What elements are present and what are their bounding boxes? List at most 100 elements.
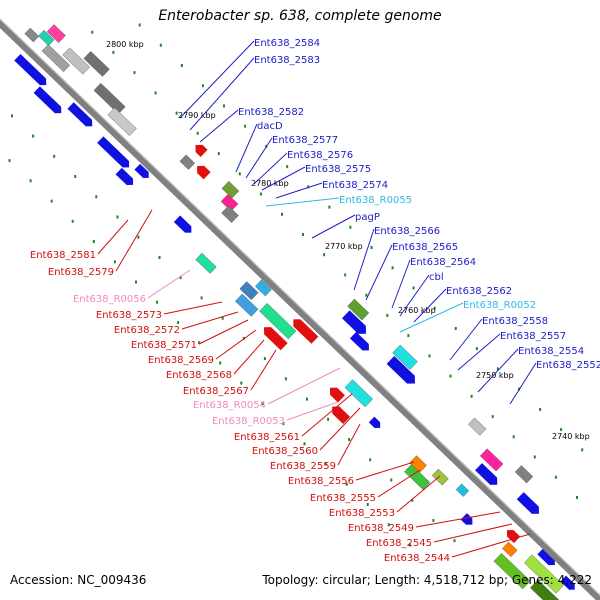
gene-feature <box>173 215 192 233</box>
gene-feature <box>455 483 470 497</box>
ring-dot <box>366 503 369 506</box>
leader-line <box>311 214 356 239</box>
gene-arrow <box>115 167 134 186</box>
ring-dot <box>496 367 499 371</box>
gene-feature <box>67 102 93 127</box>
leader-line <box>449 318 483 361</box>
leader-line <box>396 475 441 513</box>
ring-dot <box>327 417 330 421</box>
genome-backbone <box>0 18 600 600</box>
backbone-line <box>0 19 600 600</box>
ring-dot <box>177 321 180 324</box>
ring-dot <box>240 381 243 385</box>
gene-block <box>38 29 55 46</box>
ring-dot <box>560 428 563 432</box>
gene-label-minus: Ent638_2553 <box>329 508 395 519</box>
gene-block <box>493 552 531 590</box>
gene-feature <box>502 541 518 558</box>
kbp-tick-label: 2800 kbp <box>106 40 144 49</box>
gene-label-plus: Ent638_2552 <box>536 360 600 371</box>
leader-line <box>215 329 257 360</box>
leader-line <box>179 40 255 119</box>
ring-dot <box>411 498 414 502</box>
gene-arrow <box>460 513 473 525</box>
gene-label-plus: Ent638_2577 <box>272 135 338 146</box>
leader-line <box>233 339 265 375</box>
ring-dot <box>179 276 182 280</box>
ring-dot <box>391 266 394 270</box>
ring-dot <box>281 212 283 216</box>
gene-feature <box>468 417 487 436</box>
ring-dot <box>219 361 222 365</box>
gene-label-minus: Ent638_2571 <box>131 340 197 351</box>
leader-line <box>509 362 537 405</box>
ring-dot <box>200 296 203 300</box>
gene-label-plus: Ent638_2574 <box>322 180 388 191</box>
ring-dot <box>286 165 289 169</box>
ring-dot <box>154 91 157 95</box>
gene-feature <box>107 107 137 136</box>
gene-block <box>455 483 470 497</box>
gene-feature <box>475 463 498 485</box>
ring-dot <box>238 172 241 176</box>
ring-dot <box>302 233 304 236</box>
gene-arrow <box>33 86 62 114</box>
ring-dot <box>282 422 285 426</box>
gene-block <box>179 154 196 170</box>
ring-dot <box>112 50 115 54</box>
gene-label-plus: Ent638_2564 <box>410 257 476 268</box>
gene-feature <box>220 193 239 212</box>
gene-block <box>41 44 71 73</box>
gene-label-minus: Ent638_R0056 <box>73 294 146 305</box>
gene-label-plus: Ent638_R0055 <box>339 195 412 206</box>
gene-block <box>83 51 110 77</box>
ring-dot <box>324 462 327 466</box>
ring-dot <box>428 354 431 358</box>
leader-line <box>199 109 239 143</box>
ring-dot <box>554 475 557 479</box>
gene-feature <box>506 530 521 544</box>
ring-dot <box>135 280 137 284</box>
ring-dot <box>11 114 13 118</box>
gene-feature <box>46 24 66 44</box>
leader-line <box>253 152 288 185</box>
gene-arrow <box>560 575 575 590</box>
ring-dot <box>158 256 161 259</box>
leader-line <box>250 349 277 391</box>
gene-feature <box>93 82 126 115</box>
gene-block <box>220 193 239 212</box>
gene-feature <box>493 552 531 590</box>
gene-label-minus: Ent638_2549 <box>348 523 414 534</box>
gene-feature <box>14 54 47 86</box>
gene-feature <box>460 513 473 525</box>
gene-feature <box>431 468 449 486</box>
gene-block <box>259 302 297 340</box>
gene-feature <box>329 387 345 403</box>
gene-label-minus: Ent638_2569 <box>148 355 214 366</box>
leader-line <box>399 274 430 317</box>
ring-dot <box>407 334 410 338</box>
ring-dot <box>221 316 224 320</box>
gene-block <box>221 180 240 199</box>
ring-dot <box>491 415 494 419</box>
gene-label-minus: Ent638_R0053 <box>212 416 285 427</box>
ring-dot <box>454 327 457 330</box>
leader-line <box>391 259 411 309</box>
gene-label-plus: dacD <box>257 121 283 132</box>
gene-block <box>479 448 504 472</box>
ring-dot <box>284 377 287 381</box>
gene-arrow <box>329 387 345 403</box>
genome-summary-text: Topology: circular; Length: 4,518,712 bp… <box>262 573 592 587</box>
gene-block <box>502 541 518 558</box>
gene-label-plus: Ent638_2584 <box>254 38 320 49</box>
ring-dot <box>512 435 515 439</box>
gene-block <box>239 281 259 301</box>
gene-block <box>344 379 373 408</box>
leader-line <box>319 407 361 451</box>
gene-label-plus: Ent638_2565 <box>392 242 458 253</box>
gene-feature <box>332 406 351 425</box>
gene-arrow <box>197 165 211 180</box>
ring-dot <box>180 64 183 67</box>
ring-dot <box>432 519 435 522</box>
leader-line <box>377 469 421 498</box>
